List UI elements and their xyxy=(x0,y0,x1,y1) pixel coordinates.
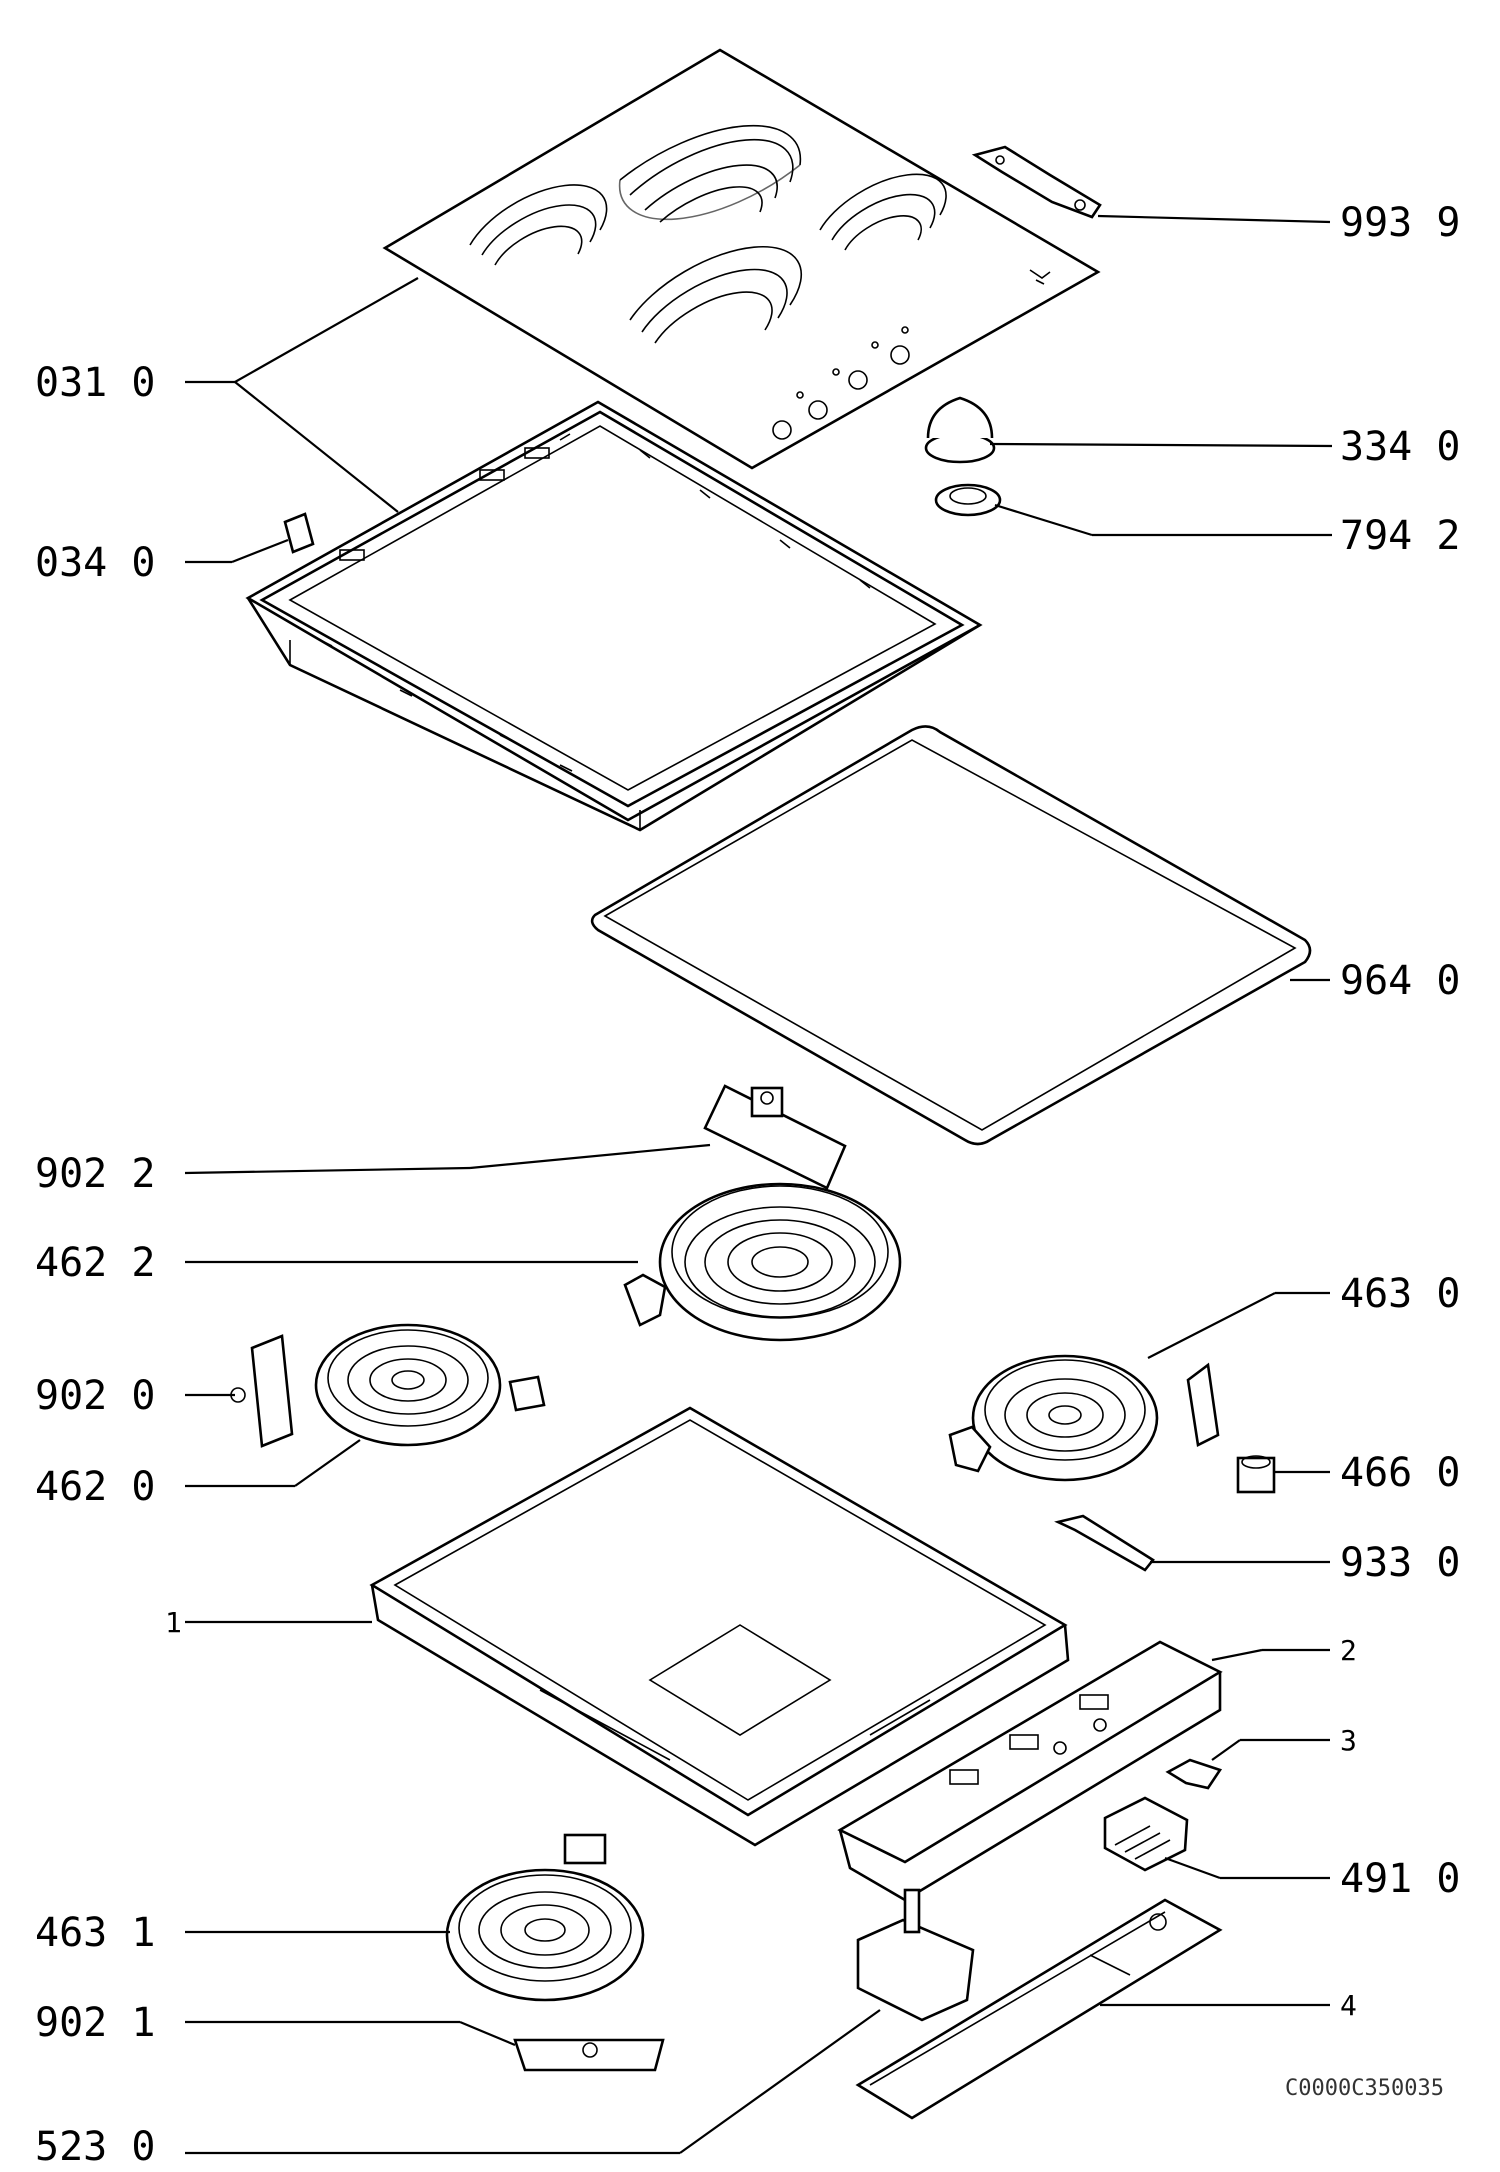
part-1-base-tray xyxy=(185,1406,1070,1847)
part-902-2-bracket xyxy=(184,1084,847,1190)
part-number-labels: 993 9 031 0 334 0 034 0 794 2 964 0 902 … xyxy=(35,200,1460,2170)
part-462-2-burner xyxy=(185,1182,902,1342)
label-523-0: 523 0 xyxy=(35,2124,155,2167)
part-4-cover-strip xyxy=(855,1898,1330,2120)
label-031-0: 031 0 xyxy=(35,360,155,406)
part-3-spring xyxy=(1165,1738,1330,1790)
drawing-code: C0000C350035 xyxy=(1285,2076,1444,2101)
part-463-0-burner xyxy=(948,1291,1330,1482)
label-902-1: 902 1 xyxy=(35,2000,155,2046)
part-794-2-ring xyxy=(934,483,1332,537)
part-031-0-leader xyxy=(185,277,419,513)
label-462-0: 462 0 xyxy=(35,1464,155,1510)
part-334-0-knob xyxy=(924,396,1333,464)
part-993-9-clip xyxy=(971,145,1331,224)
label-4: 4 xyxy=(1340,1989,1357,2022)
label-491-0: 491 0 xyxy=(1340,1856,1460,1902)
label-466-0: 466 0 xyxy=(1340,1450,1460,1496)
label-463-0: 463 0 xyxy=(1340,1271,1460,1317)
part-964-0-seal xyxy=(590,725,1330,1146)
part-933-0-clip xyxy=(1054,1514,1330,1572)
part-902-1-bracket xyxy=(185,2020,665,2072)
label-794-2: 794 2 xyxy=(1340,513,1460,559)
label-902-2: 902 2 xyxy=(35,1151,155,1197)
label-933-0: 933 0 xyxy=(1340,1540,1460,1586)
label-462-2: 462 2 xyxy=(35,1240,155,1286)
label-334-0: 334 0 xyxy=(1340,424,1460,470)
cooktop-frame xyxy=(245,400,983,832)
label-964-0: 964 0 xyxy=(1340,958,1460,1004)
label-463-1: 463 1 xyxy=(35,1910,155,1956)
part-491-0-terminal-block xyxy=(1103,1796,1330,1880)
label-993-9: 993 9 xyxy=(1340,200,1460,246)
part-463-1-burner xyxy=(185,1833,645,2002)
label-2: 2 xyxy=(1340,1634,1357,1667)
ceramic-glass-top xyxy=(382,48,1101,470)
label-1: 1 xyxy=(165,1606,182,1639)
part-902-0-bracket xyxy=(185,1334,294,1448)
label-3: 3 xyxy=(1340,1724,1357,1757)
part-523-0-switch xyxy=(185,1888,975,2155)
label-902-0: 902 0 xyxy=(35,1373,155,1419)
part-034-0-bracket xyxy=(185,512,315,564)
part-466-0-connector xyxy=(1186,1362,1330,1494)
part-462-0-burner xyxy=(185,1323,546,1488)
label-034-0: 034 0 xyxy=(35,540,155,586)
